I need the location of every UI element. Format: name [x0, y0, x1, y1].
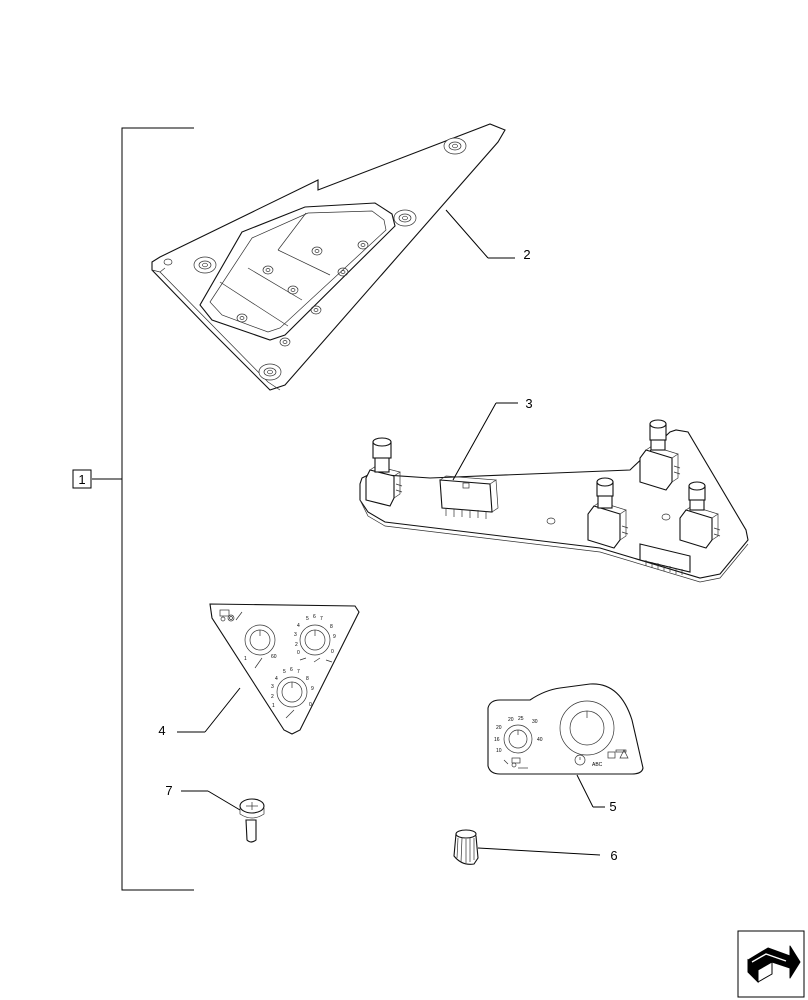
svg-text:10: 10 — [496, 748, 502, 754]
callout-1-label: 1 — [78, 472, 85, 487]
callout-3[interactable]: 3 — [525, 396, 532, 411]
svg-text:3: 3 — [294, 632, 297, 638]
svg-text:9: 9 — [311, 686, 314, 692]
assembly-bracket — [92, 127, 194, 891]
potentiometer-2 — [587, 477, 629, 549]
svg-text:2: 2 — [295, 642, 298, 648]
part-6-knob[interactable] — [453, 829, 601, 865]
callout-4[interactable]: 4 — [158, 723, 165, 738]
svg-text:20: 20 — [496, 725, 502, 731]
callout-7[interactable]: 7 — [165, 783, 172, 798]
svg-text:25: 25 — [518, 716, 524, 722]
svg-text:0: 0 — [297, 650, 300, 656]
callout-5[interactable]: 5 — [609, 799, 616, 814]
svg-text:7: 7 — [320, 616, 323, 622]
potentiometer-3 — [639, 419, 681, 491]
next-page-arrow-icon[interactable] — [737, 930, 805, 998]
part-2-bracket-plate[interactable] — [151, 123, 515, 391]
svg-text:4: 4 — [275, 676, 278, 682]
svg-text:9: 9 — [333, 634, 336, 640]
svg-text:5: 5 — [306, 616, 309, 622]
svg-text:6: 6 — [290, 667, 293, 673]
part-3-circuit-board[interactable] — [359, 402, 749, 583]
svg-text:16: 16 — [494, 737, 500, 743]
svg-text:40: 40 — [537, 737, 543, 743]
svg-text:2: 2 — [271, 694, 274, 700]
callout-6[interactable]: 6 — [610, 848, 617, 863]
svg-text:6: 6 — [313, 614, 316, 620]
svg-text:20: 20 — [508, 717, 514, 723]
svg-text:8: 8 — [306, 676, 309, 682]
part-5-control-panel-right[interactable]: 20 25 30 20 16 40 10 ABC — [487, 683, 644, 808]
svg-text:3: 3 — [271, 684, 274, 690]
svg-text:8: 8 — [330, 624, 333, 630]
edge-connector — [639, 543, 691, 575]
svg-text:0: 0 — [309, 702, 312, 708]
potentiometer-4 — [679, 481, 721, 549]
svg-text:ABC: ABC — [592, 762, 603, 768]
svg-text:1: 1 — [272, 703, 275, 709]
potentiometer-1 — [365, 437, 403, 507]
callout-2[interactable]: 2 — [523, 247, 530, 262]
svg-text:1: 1 — [244, 656, 247, 662]
part-7-screw[interactable] — [181, 790, 265, 843]
svg-text:30: 30 — [532, 719, 538, 725]
svg-text:7: 7 — [297, 669, 300, 675]
svg-text:5: 5 — [283, 669, 286, 675]
callout-1[interactable]: 1 — [72, 469, 92, 489]
svg-text:4: 4 — [297, 623, 300, 629]
svg-text:60: 60 — [271, 654, 277, 660]
svg-text:0: 0 — [331, 649, 334, 655]
ic-chip — [439, 475, 499, 519]
